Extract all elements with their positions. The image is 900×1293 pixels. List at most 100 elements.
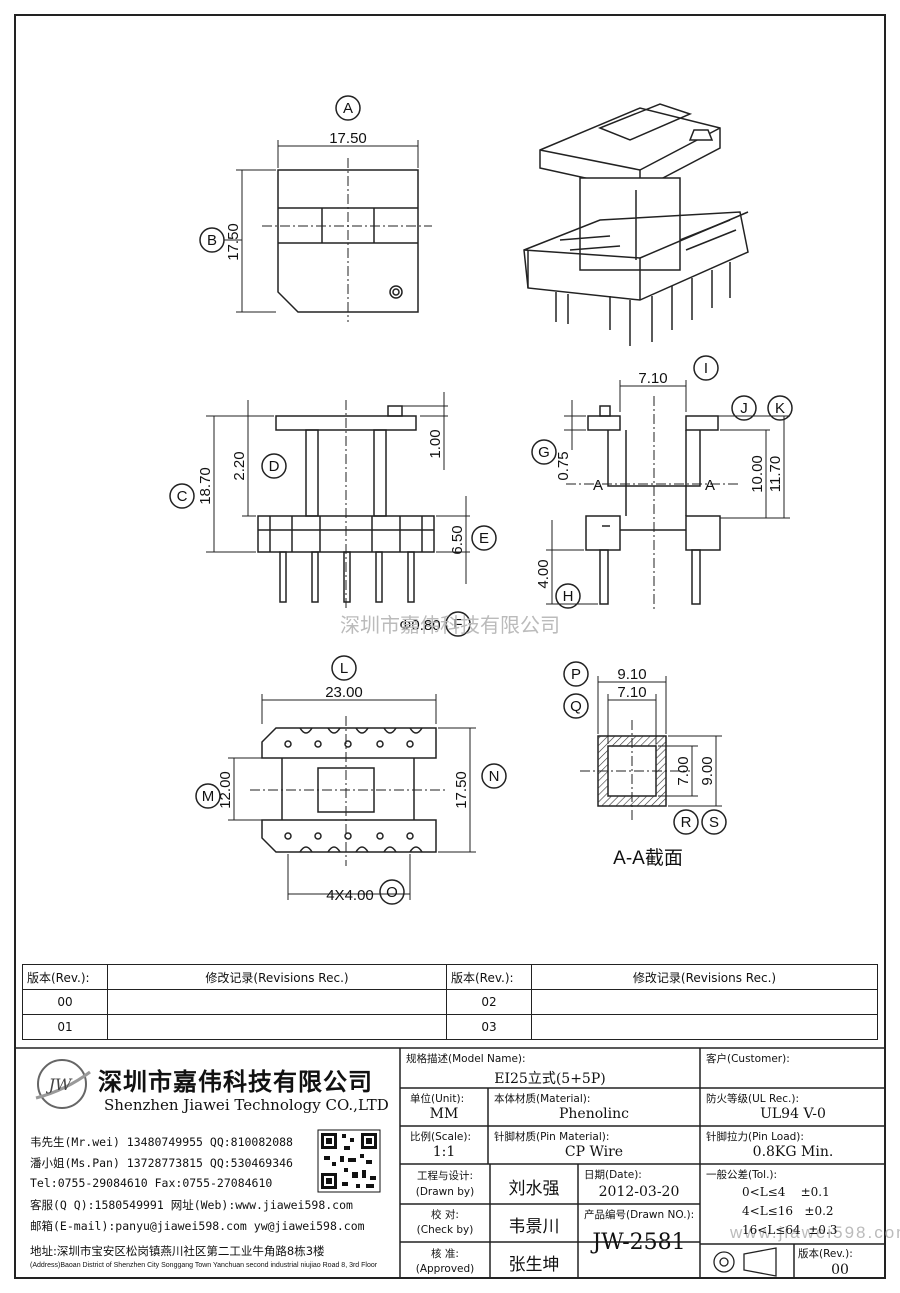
- label-h: H: [563, 588, 574, 605]
- label-c: C: [177, 488, 188, 505]
- label-p: P: [571, 666, 581, 683]
- ul-label: 防火等级(UL Rec.):: [706, 1093, 799, 1105]
- label-n: N: [489, 768, 500, 785]
- unit-value: MM: [429, 1106, 459, 1122]
- approve-label-en: (Approved): [415, 1263, 475, 1275]
- customer-label: 客户(Customer):: [706, 1053, 790, 1065]
- rec-03: [531, 1014, 878, 1040]
- dim-outer: 9.00: [699, 756, 716, 785]
- dim-q: 7.10: [617, 684, 646, 701]
- tolerance-2: 4<L≤16 ±0.2: [742, 1204, 834, 1218]
- material-value: Phenolinc: [559, 1106, 629, 1122]
- dim-o: 4X4.00: [326, 887, 374, 904]
- company-name-cn: 深圳市嘉伟科技有限公司: [98, 1068, 373, 1096]
- projection-symbol-icon: [713, 1247, 777, 1277]
- section-mark-left: A: [593, 477, 603, 494]
- dim-j: 10.00: [749, 455, 766, 493]
- rev-value: 00: [831, 1262, 849, 1278]
- front-view: [169, 392, 497, 637]
- dim-f: Φ0.80: [399, 617, 440, 634]
- dim-top-offset: 1.00: [427, 429, 444, 458]
- rec-header-left: 修改记录(Revisions Rec.): [107, 964, 447, 990]
- pin-load-value: 0.8KG Min.: [752, 1144, 834, 1160]
- dim-top-height: 17.50: [225, 223, 242, 261]
- bottom-view: [195, 655, 507, 905]
- label-g: G: [538, 444, 550, 461]
- label-s: S: [709, 814, 719, 831]
- label-e: E: [479, 530, 489, 547]
- side-view: [531, 355, 793, 612]
- dim-e: 6.50: [449, 525, 466, 554]
- address-cn: 地址:深圳市宝安区松岗镇燕川社区第二工业牛角路8栋3楼: [30, 1244, 325, 1258]
- scale-value: 1:1: [432, 1144, 456, 1160]
- drawing-no-label: 产品编号(Drawn NO.):: [584, 1209, 695, 1221]
- tolerance-label: 一般公差(Tol.):: [706, 1169, 778, 1181]
- top-view: [199, 95, 432, 322]
- ul-value: UL94 V-0: [760, 1106, 826, 1122]
- checked-by: 韦景川: [508, 1217, 560, 1237]
- approve-label: 核 准:: [431, 1248, 459, 1260]
- dim-h: 4.00: [535, 559, 552, 588]
- dim-inner: 7.00: [675, 756, 692, 785]
- rev-03: 03: [446, 1014, 532, 1040]
- label-a: A: [343, 100, 353, 117]
- drawing-no-value: JW-2581: [592, 1230, 686, 1255]
- label-l: L: [340, 660, 348, 677]
- drawing-frame: [14, 14, 886, 1279]
- dim-g: 0.75: [555, 451, 572, 480]
- date-label: 日期(Date):: [584, 1169, 642, 1181]
- label-f: F: [453, 616, 462, 633]
- label-m: M: [202, 788, 215, 805]
- dim-p: 9.10: [617, 666, 646, 683]
- rev-label: 版本(Rev.):: [798, 1248, 853, 1260]
- rev-00: 00: [22, 989, 108, 1015]
- approved-by: 张生坤: [508, 1255, 560, 1275]
- logo-text: JW: [46, 1075, 73, 1094]
- label-k: K: [775, 400, 785, 417]
- tolerance-3: 16<L≤64 ±0.3: [742, 1223, 838, 1237]
- contact-wei: 韦先生(Mr.wei) 13480749955 QQ:810082088: [30, 1135, 293, 1149]
- pin-load-label: 针脚拉力(Pin Load):: [706, 1131, 804, 1143]
- tolerance-1: 0<L≤4 ±0.1: [742, 1185, 830, 1199]
- contact-email: 邮箱(E-mail):panyu@jiawei598.com yw@jiawei…: [30, 1219, 365, 1233]
- rec-02: [531, 989, 878, 1015]
- company-logo: JW: [35, 1059, 91, 1109]
- contact-tel-fax: Tel:0755-29084610 Fax:0755-27084610: [30, 1176, 273, 1190]
- rev-01: 01: [22, 1014, 108, 1040]
- drawn-by: 刘水强: [508, 1179, 560, 1199]
- rec-01: [107, 1014, 447, 1040]
- titleblock-watermark: www.jiawei598.com: [729, 1223, 900, 1242]
- label-j: J: [740, 400, 748, 417]
- dim-top-width: 17.50: [329, 130, 367, 147]
- contact-qq-web: 客服(Q Q):1580549991 网址(Web):www.jiawei598…: [30, 1198, 353, 1212]
- contact-pan: 潘小姐(Ms.Pan) 13728773815 QQ:530469346: [30, 1156, 293, 1170]
- section-view: [563, 661, 727, 835]
- unit-label: 单位(Unit):: [410, 1093, 465, 1105]
- company-name-en: Shenzhen Jiawei Technology CO.,LTD: [104, 1096, 389, 1114]
- dim-k: 11.70: [767, 456, 784, 492]
- dim-i: 7.10: [638, 370, 667, 387]
- model-value: EI25立式(5+5P): [494, 1071, 606, 1087]
- dim-l: 23.00: [325, 684, 363, 701]
- label-i: I: [704, 360, 708, 377]
- dim-n: 17.50: [453, 771, 470, 809]
- material-label: 本体材质(Material):: [494, 1093, 591, 1105]
- pin-material-value: CP Wire: [564, 1144, 624, 1160]
- drawn-label: 工程与设计:: [416, 1170, 474, 1182]
- dim-d: 2.20: [231, 451, 248, 480]
- scale-label: 比例(Scale):: [410, 1131, 471, 1143]
- model-label: 规格描述(Model Name):: [406, 1053, 526, 1065]
- dim-m: 12.00: [217, 771, 234, 809]
- qr-code: [317, 1129, 381, 1193]
- section-mark-right: A: [705, 477, 715, 494]
- isometric-view: [523, 103, 749, 346]
- pin-material-label: 针脚材质(Pin Material):: [494, 1131, 610, 1143]
- technical-drawing: A 17.50 B 17.50 C 18.70 D 2.20 1.00 E 6.…: [169, 95, 793, 905]
- dim-c: 18.70: [197, 467, 214, 505]
- label-r: R: [681, 814, 692, 831]
- label-b: B: [207, 232, 217, 249]
- revision-table: 版本(Rev.): 修改记录(Revisions Rec.) 版本(Rev.):…: [22, 964, 878, 1040]
- address-en: (Address)Baoan District of Shenzhen City…: [30, 1262, 378, 1269]
- check-label: 校 对:: [431, 1209, 459, 1221]
